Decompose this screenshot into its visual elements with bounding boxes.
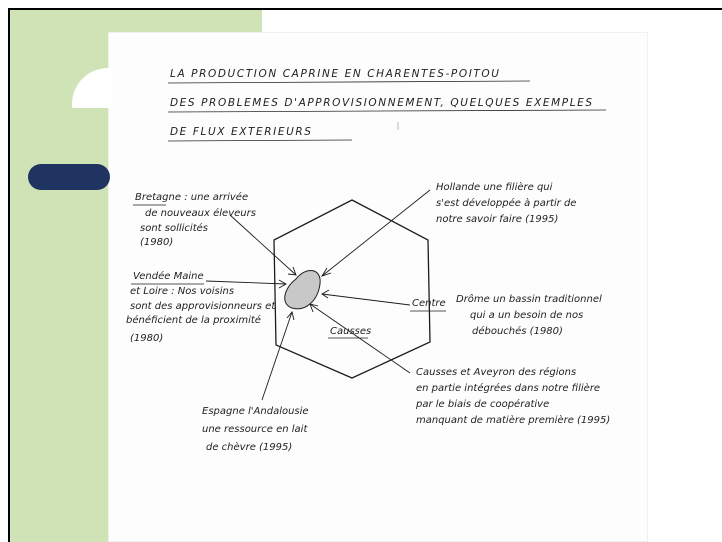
note-causses-1: Causses et Aveyron des régions [416,366,576,378]
arrow-head-espagne [286,311,295,321]
note-hollande-1: Hollande une filière qui [436,181,553,193]
note-espagne-2: une ressource en lait [202,424,308,435]
green-accent-top [10,10,262,32]
arrow-bretagne [229,214,297,276]
note-bretagne-3: sont sollicités [140,222,208,234]
title-line-1: LA PRODUCTION CAPRINE EN CHARENTES-POITO… [170,68,501,80]
note-vendee-3: sont des approvisionneurs et [130,301,276,312]
note-causses-2: en partie intégrées dans notre filière [416,382,600,394]
arrow-causses [309,303,411,374]
arrow-centre [321,293,411,306]
arrow-vendee [205,280,287,285]
title-underline-3 [167,139,353,142]
title-line-3: DE FLUX EXTERIEURS [170,126,313,138]
note-centre-2: qui a un besoin de nos [470,310,583,321]
note-causses-3: par le biais de coopérative [415,398,549,410]
note-espagne-1: Espagne l'Andalousie [202,406,309,417]
note-causses-4: manquant de matière première (1995) [416,414,610,426]
note-vendee-4: bénéficient de la proximité [126,314,261,326]
arrow-hollande [321,189,431,277]
hexagon-region-outline [273,199,431,379]
title-underline-2 [167,109,607,113]
arrow-espagne [261,311,293,401]
arrow-head-centre [321,289,330,299]
poitou-charentes-blob [284,270,321,310]
title-line-2: DES PROBLEMES D'APPROVISIONNEMENT, QUELQ… [170,97,594,109]
scanned-paper [108,32,648,542]
note-espagne-3: de chèvre (1995) [206,441,292,453]
flow-arrows [205,189,431,401]
label-causses: Causses [330,326,371,337]
arrow-head-causses [309,303,319,313]
note-bretagne-2: de nouveaux éleveurs [145,207,256,219]
title-underline-1 [167,80,531,84]
arrow-head-vendee [278,279,287,289]
note-centre-3: débouchés (1980) [472,325,563,337]
note-vendee-5: (1980) [130,333,163,344]
note-bretagne-4: (1980) [140,237,173,248]
arrow-head-hollande [320,267,332,277]
note-bretagne-1: Bretagne : une arrivée [135,191,248,203]
note-hollande-2: s'est développée à partir de [436,197,576,209]
note-centre-1: Drôme un bassin traditionnel [456,293,602,305]
note-vendee-1: Vendée Maine [133,270,204,282]
arrow-head-bretagne [287,266,297,276]
green-accent-block [72,70,110,542]
note-centre-label: Centre [412,298,446,309]
note-hollande-3: notre savoir faire (1995) [436,214,558,225]
navy-bullet-bar [28,164,110,190]
note-vendee-2: et Loire : Nos voisins [130,286,234,297]
